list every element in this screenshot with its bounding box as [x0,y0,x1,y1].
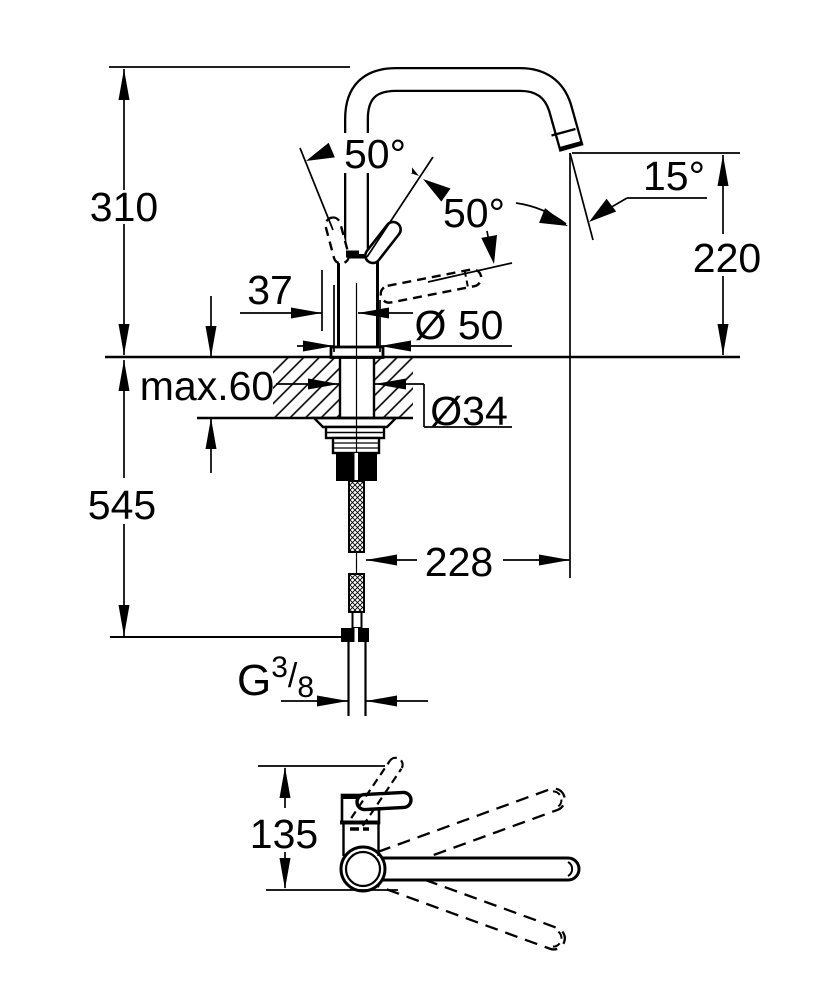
dim-220-label: 220 [693,235,761,281]
dim-310-label: 310 [90,184,158,230]
handle-top-view [340,756,413,856]
handle-raised-dashed [350,756,404,827]
arrow-135-bottom [279,858,291,889]
supply-hose [341,480,369,716]
handle-lever-solid [364,220,402,265]
angle-annotation-lines [299,147,707,283]
handle-lever-dashed-left [324,216,350,265]
handle-hinge [346,250,359,258]
side-view: 310 545 220 228 37 max.60 Ø 50 Ø34 50° 5… [88,66,761,716]
arrow-135-top [279,767,291,798]
dim-max60-label: max.60 [140,363,274,409]
dim-d50-label: Ø 50 [415,302,504,348]
aerator-joint-line [551,127,576,137]
thread-size-label: G3/8 [237,651,314,705]
spout-cap-line [567,861,574,877]
dim-135-label: 135 [250,811,318,857]
dim-545-label: 545 [88,482,156,528]
dim-37-label: 37 [247,267,293,313]
label-mask [252,810,318,850]
angle-50-side-label: 50° [443,190,505,236]
spout [344,67,584,258]
spout-swivel-down-dashed [377,864,566,951]
angle-15-label: 15° [643,153,705,199]
fixing-set [311,416,399,481]
angle-50-open-label: 50° [344,131,406,177]
spout-swivel-up-dashed [377,787,566,874]
dim-228-label: 228 [425,539,493,585]
base-circle-inner [344,850,382,888]
top-view: 135 [250,756,581,951]
label-mask [340,133,412,173]
faucet-body [337,255,379,352]
dim-d34-label: Ø34 [430,388,508,434]
